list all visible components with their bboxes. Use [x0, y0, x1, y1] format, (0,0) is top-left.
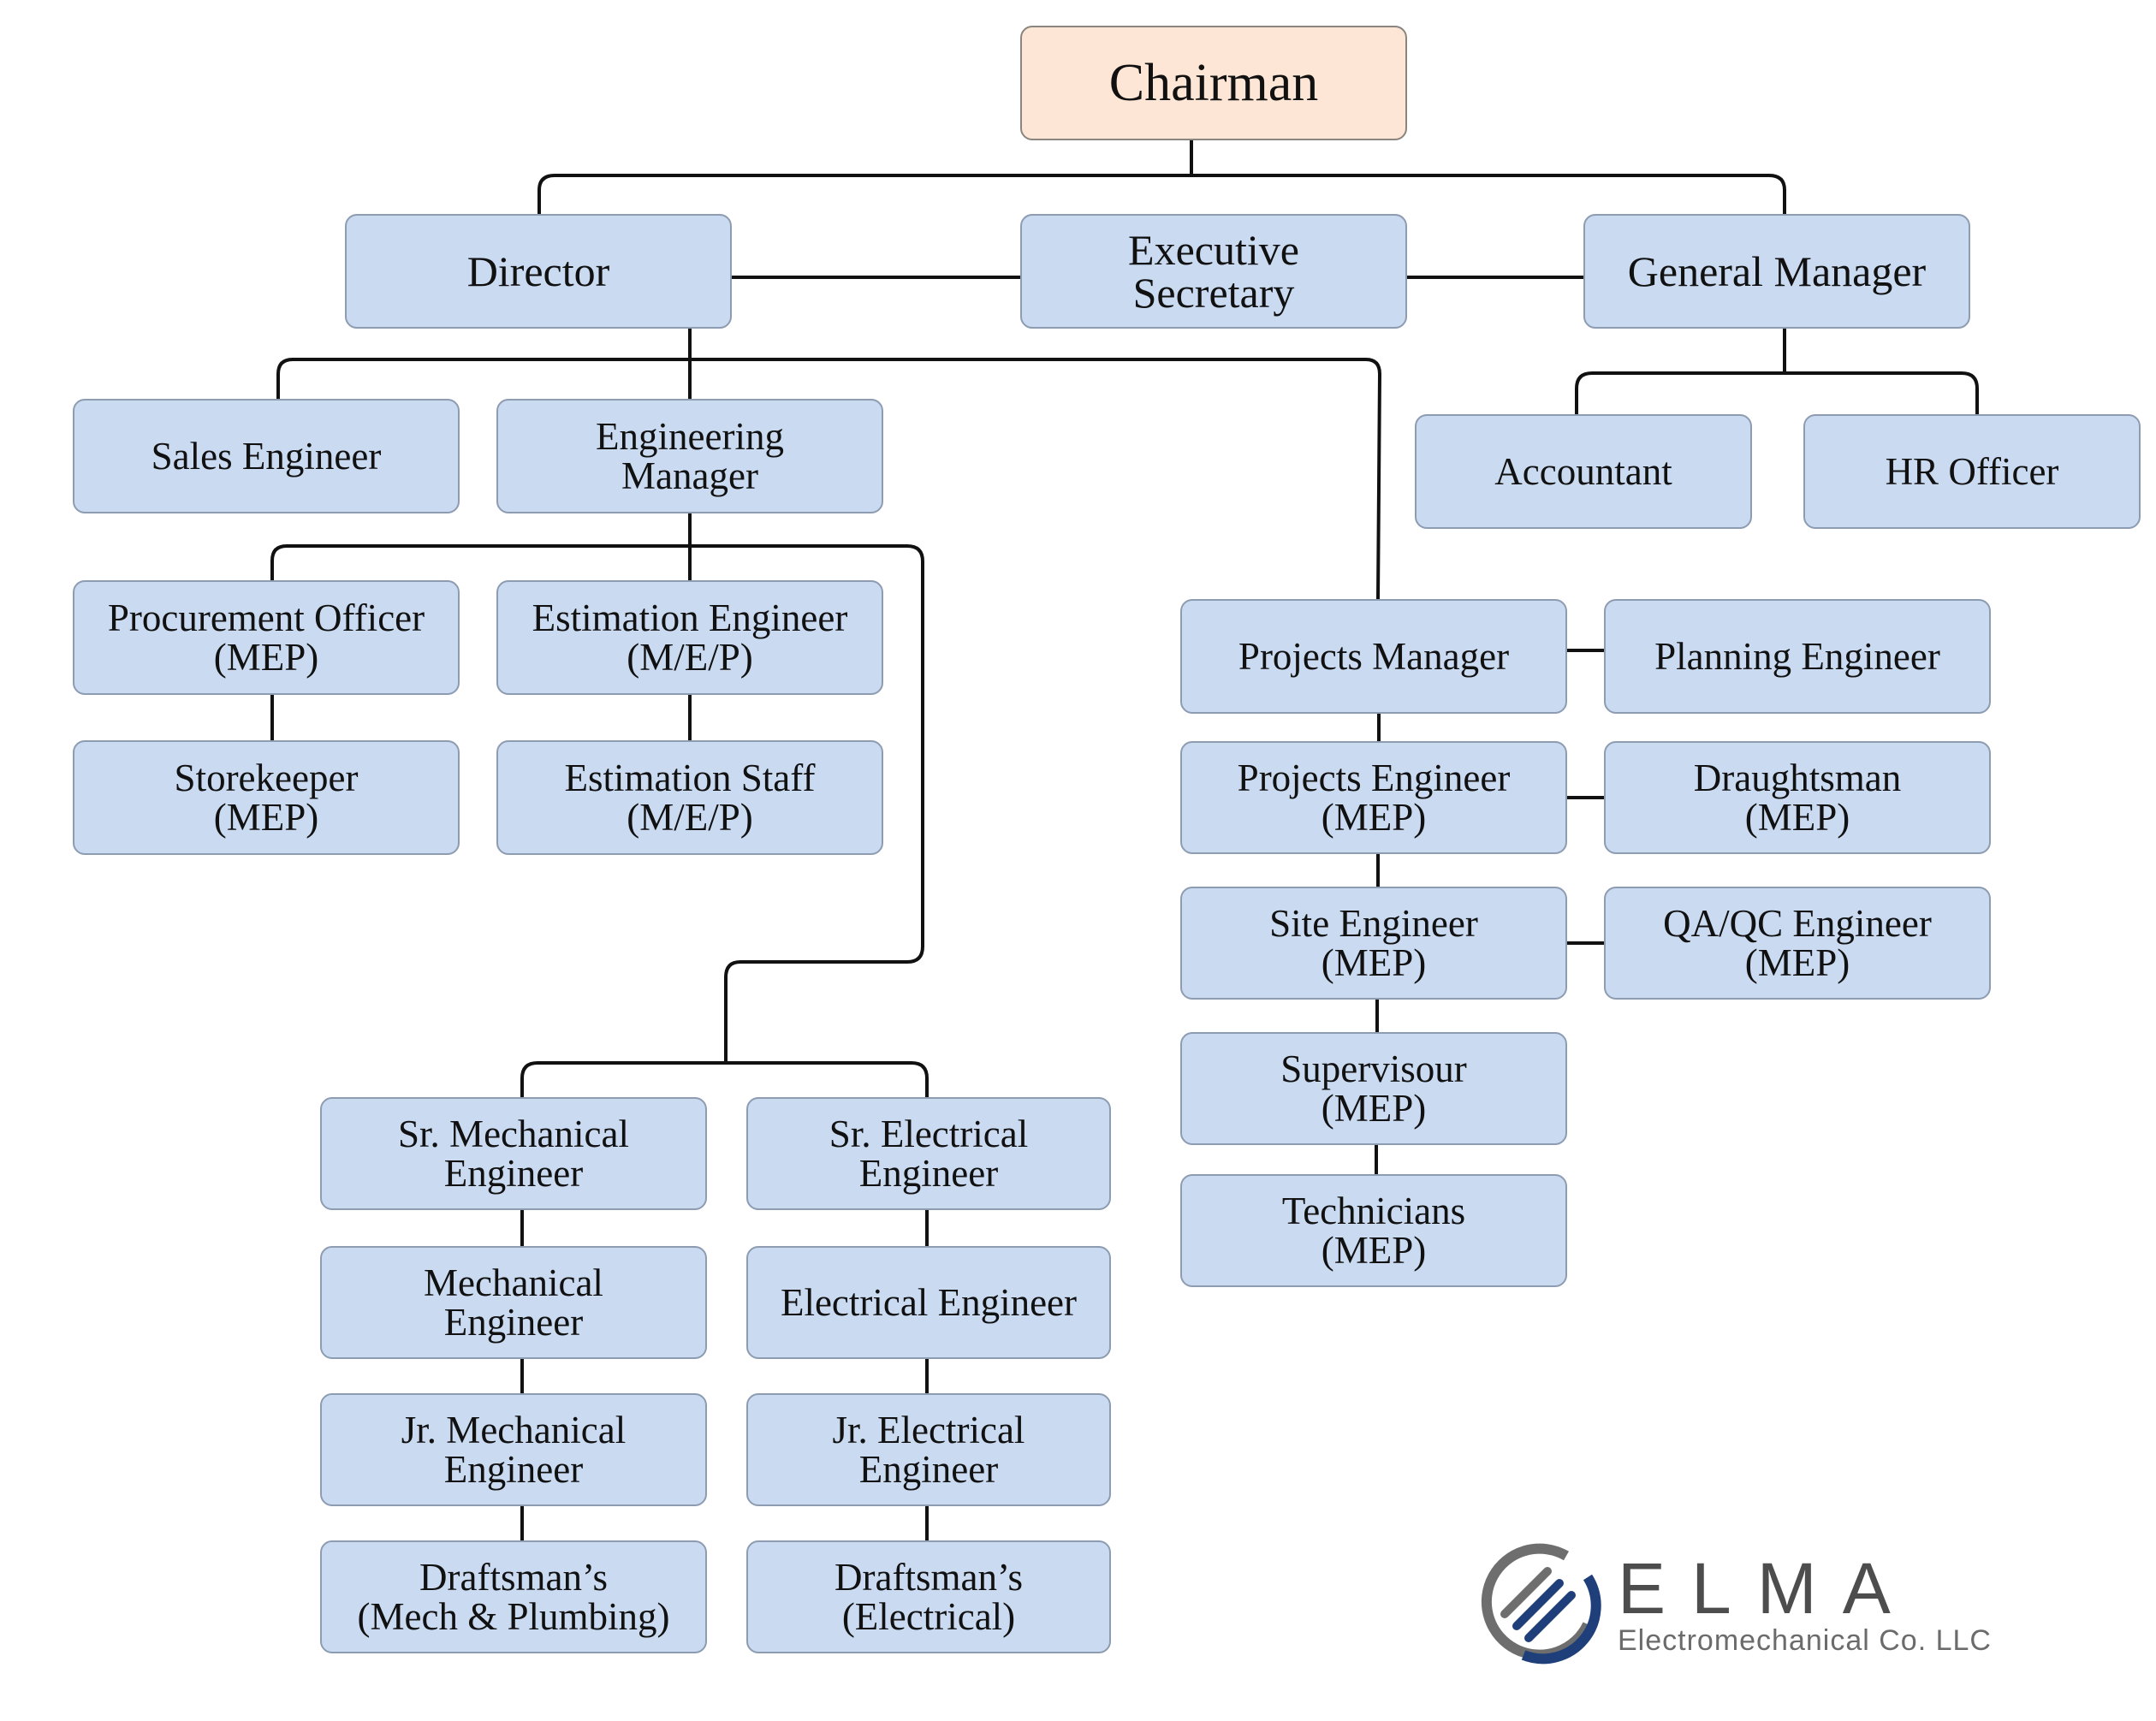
node-qaqc-engineer: QA/QC Engineer (MEP) — [1604, 887, 1991, 1000]
node-jr-mechanical-engineer: Jr. Mechanical Engineer — [320, 1393, 707, 1506]
node-projects-engineer: Projects Engineer (MEP) — [1180, 741, 1567, 854]
node-label: Accountant — [1494, 450, 1672, 493]
node-sales-engineer: Sales Engineer — [73, 399, 460, 513]
node-label: Sales Engineer — [151, 435, 382, 478]
node-electrical-engineer: Electrical Engineer — [746, 1246, 1111, 1359]
node-label: Chairman — [1108, 54, 1319, 112]
node-engineering-manager: Engineering Manager — [496, 399, 883, 513]
node-label: Projects Engineer (MEP) — [1237, 757, 1511, 839]
node-label: Estimation Engineer (M/E/P) — [532, 596, 848, 679]
node-label: Jr. Electrical Engineer — [832, 1409, 1025, 1491]
node-label: General Manager — [1627, 247, 1927, 295]
node-supervisour: Supervisour (MEP) — [1180, 1032, 1567, 1145]
node-projects-manager: Projects Manager — [1180, 599, 1567, 714]
node-label: Projects Manager — [1238, 635, 1510, 678]
node-label: QA/QC Engineer (MEP) — [1663, 902, 1932, 984]
node-label: Executive Secretary — [1128, 226, 1299, 317]
node-executive-secretary: Executive Secretary — [1020, 214, 1407, 329]
node-hr-officer: HR Officer — [1803, 414, 2141, 529]
node-sr-electrical-engineer: Sr. Electrical Engineer — [746, 1097, 1111, 1210]
node-estimation-staff: Estimation Staff (M/E/P) — [496, 740, 883, 855]
node-label: Draughtsman (MEP) — [1693, 757, 1902, 839]
connector-eng-bar — [270, 544, 924, 1065]
node-planning-engineer: Planning Engineer — [1604, 599, 1991, 714]
node-procurement-officer: Procurement Officer (MEP) — [73, 580, 460, 695]
logo-subtitle: Electromechanical Co. LLC — [1618, 1624, 1992, 1657]
node-mechanical-engineer: Mechanical Engineer — [320, 1246, 707, 1359]
node-label: Technicians (MEP) — [1281, 1190, 1466, 1272]
node-label: Sr. Electrical Engineer — [829, 1113, 1029, 1195]
node-estimation-engineer: Estimation Engineer (M/E/P) — [496, 580, 883, 695]
node-label: Storekeeper (MEP) — [174, 757, 359, 839]
node-jr-electrical-engineer: Jr. Electrical Engineer — [746, 1393, 1111, 1506]
node-site-engineer: Site Engineer (MEP) — [1180, 887, 1567, 1000]
node-label: Draftsman’s (Mech & Plumbing) — [357, 1556, 670, 1638]
connector-mech-elec-bar — [520, 1061, 929, 1099]
node-draftsman-elec: Draftsman’s (Electrical) — [746, 1540, 1111, 1653]
node-label: Draftsman’s (Electrical) — [834, 1556, 1023, 1638]
node-storekeeper: Storekeeper (MEP) — [73, 740, 460, 855]
node-director: Director — [345, 214, 732, 329]
node-label: Jr. Mechanical Engineer — [401, 1409, 627, 1491]
node-draftsman-mech: Draftsman’s (Mech & Plumbing) — [320, 1540, 707, 1653]
node-draughtsman: Draughtsman (MEP) — [1604, 741, 1991, 854]
node-label: Planning Engineer — [1654, 635, 1940, 678]
connector-level2-bar — [538, 174, 1786, 216]
node-label: Site Engineer (MEP) — [1269, 902, 1478, 984]
node-technicians: Technicians (MEP) — [1180, 1174, 1567, 1287]
node-label: Director — [466, 247, 610, 295]
node-label: HR Officer — [1885, 450, 2059, 493]
connector-director-bar — [276, 358, 1382, 602]
node-label: Mechanical Engineer — [424, 1261, 603, 1344]
node-label: Supervisour (MEP) — [1280, 1047, 1467, 1130]
node-chairman: Chairman — [1020, 26, 1407, 140]
node-label: Estimation Staff (M/E/P) — [564, 757, 816, 839]
logo-wordmark: ELMA — [1618, 1548, 1916, 1629]
connector-gm-bar — [1575, 371, 1979, 416]
node-label: Electrical Engineer — [780, 1281, 1078, 1324]
node-general-manager: General Manager — [1583, 214, 1970, 329]
node-label: Procurement Officer (MEP) — [107, 596, 425, 679]
node-accountant: Accountant — [1415, 414, 1752, 529]
node-label: Engineering Manager — [596, 415, 784, 497]
node-label: Sr. Mechanical Engineer — [398, 1113, 629, 1195]
node-sr-mechanical-engineer: Sr. Mechanical Engineer — [320, 1097, 707, 1210]
company-logo: ELMA Electromechanical Co. LLC — [1464, 1530, 2011, 1676]
elma-logo-icon — [1481, 1543, 1601, 1665]
